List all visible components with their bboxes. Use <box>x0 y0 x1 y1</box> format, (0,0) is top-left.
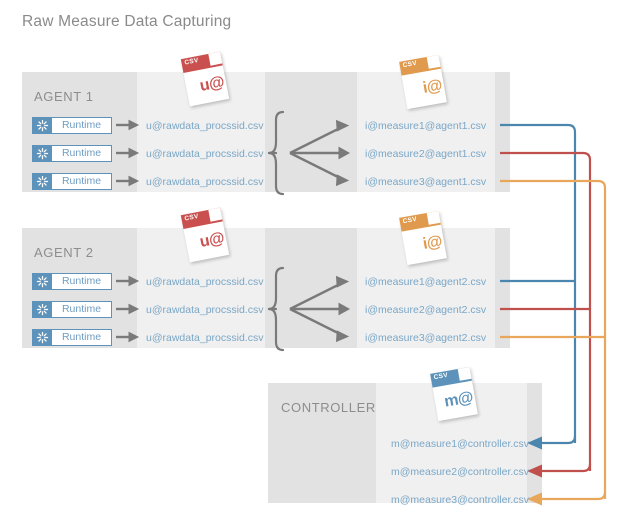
runtime-label: Runtime <box>61 303 102 316</box>
page-title: Raw Measure Data Capturing <box>22 13 232 30</box>
arrowhead-red <box>527 464 542 478</box>
csv-fold-corner <box>426 210 441 225</box>
agent1-merge-brace <box>267 110 285 196</box>
raw-file-agent1-1: u@rawdata_procssid.csv <box>146 120 264 132</box>
csv-fold-corner <box>208 51 223 66</box>
arrowhead-orange <box>527 492 542 506</box>
runtime-chip-agent2-1[interactable]: Runtime <box>32 273 112 290</box>
controller-band-label <box>268 383 376 503</box>
connector-red-measure2 <box>500 151 592 471</box>
runtime-chip-agent2-2[interactable]: Runtime <box>32 301 112 318</box>
starburst-icon <box>33 174 52 189</box>
csv-fold-corner <box>426 54 441 69</box>
starburst-glyph <box>36 303 49 316</box>
runtime-label: Runtime <box>61 147 102 160</box>
starburst-icon <box>33 330 52 345</box>
measure-file-agent1-3: i@measure3@agent1.csv <box>365 176 487 188</box>
connector-red-into-controller <box>542 463 592 473</box>
measure-file-agent1-2: i@measure2@agent1.csv <box>365 148 487 160</box>
group-label-controller: CONTROLLER <box>281 400 376 415</box>
agent2-fan-arrows <box>289 275 351 343</box>
measure-file-agent2-1: i@measure1@agent2.csv <box>365 276 487 288</box>
connector-blue-into-controller <box>542 435 577 445</box>
runtime-label: Runtime <box>61 331 102 344</box>
starburst-glyph <box>36 175 49 188</box>
csv-doc-controller: CSV m@ <box>430 366 478 422</box>
connector-orange-into-controller <box>542 491 607 501</box>
raw-file-agent1-2: u@rawdata_procssid.csv <box>146 148 264 160</box>
csv-fold-corner <box>457 366 472 381</box>
starburst-glyph <box>36 275 49 288</box>
measure-file-agent2-2: i@measure2@agent2.csv <box>365 304 487 316</box>
connector-orange-measure3 <box>500 179 607 499</box>
group-label-agent1: AGENT 1 <box>34 89 94 104</box>
raw-file-agent2-2: u@rawdata_procssid.csv <box>146 304 264 316</box>
controller-file-2: m@measure2@controller.csv <box>391 466 530 478</box>
group-label-agent2: AGENT 2 <box>34 245 94 260</box>
csv-doc-measure-agent2: CSV i@ <box>399 210 447 266</box>
csv-doc-measure-agent1: CSV i@ <box>399 54 447 110</box>
controller-file-1: m@measure1@controller.csv <box>391 438 530 450</box>
raw-file-agent2-3: u@rawdata_procssid.csv <box>146 332 264 344</box>
runtime-chip-agent2-3[interactable]: Runtime <box>32 329 112 346</box>
connector-blue-measure1 <box>500 123 577 443</box>
agent2-band-edge <box>495 228 510 348</box>
agent1-band-fan <box>265 72 357 192</box>
starburst-icon <box>33 146 52 161</box>
agent1-runtime-arrows <box>116 119 140 187</box>
starburst-glyph <box>36 147 49 160</box>
runtime-label: Runtime <box>61 275 102 288</box>
arrowhead-blue <box>527 436 542 450</box>
starburst-icon <box>33 274 52 289</box>
runtime-chip-agent1-1[interactable]: Runtime <box>32 117 112 134</box>
raw-file-agent1-3: u@rawdata_procssid.csv <box>146 176 264 188</box>
starburst-glyph <box>36 119 49 132</box>
agent2-runtime-arrows <box>116 275 140 343</box>
agent1-band-edge <box>495 72 510 192</box>
agent1-fan-arrows <box>289 119 351 187</box>
raw-file-agent2-1: u@rawdata_procssid.csv <box>146 276 264 288</box>
measure-file-agent1-1: i@measure1@agent1.csv <box>365 120 487 132</box>
agent2-merge-brace <box>267 266 285 352</box>
runtime-chip-agent1-3[interactable]: Runtime <box>32 173 112 190</box>
agent2-band-fan <box>265 228 357 348</box>
starburst-icon <box>33 118 52 133</box>
controller-file-3: m@measure3@controller.csv <box>391 494 530 506</box>
runtime-chip-agent1-2[interactable]: Runtime <box>32 145 112 162</box>
starburst-icon <box>33 302 52 317</box>
csv-fold-corner <box>208 207 223 222</box>
starburst-glyph <box>36 331 49 344</box>
runtime-label: Runtime <box>61 175 102 188</box>
runtime-label: Runtime <box>61 119 102 132</box>
measure-file-agent2-3: i@measure3@agent2.csv <box>365 332 487 344</box>
